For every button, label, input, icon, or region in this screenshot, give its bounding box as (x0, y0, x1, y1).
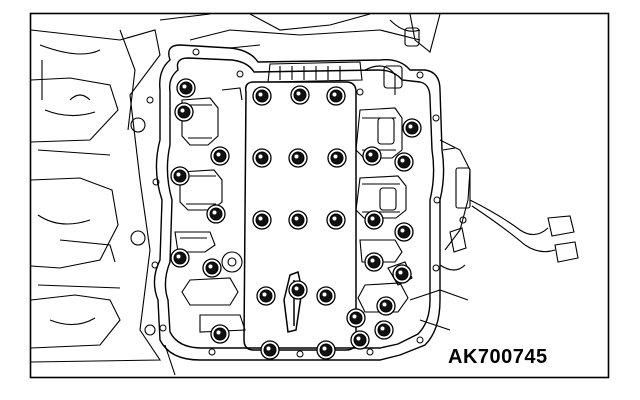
bolt-head (288, 210, 308, 230)
bolt-head (316, 286, 336, 306)
bolt-head (288, 280, 308, 300)
bolt-head (374, 320, 394, 340)
bolt-head (346, 308, 366, 328)
bolt-head (394, 152, 414, 172)
transmission-case-left (30, 29, 176, 376)
bolt-head (327, 148, 347, 168)
bolt-head (174, 102, 194, 122)
figure-code-label: AK700745 (446, 346, 550, 369)
bolt-head (170, 166, 190, 186)
bolt-head (256, 286, 276, 306)
bolt-head (376, 296, 396, 316)
bolt-head (210, 146, 230, 166)
transmission-case-top (159, 13, 441, 95)
bolt-head (350, 330, 370, 350)
bolt-head (364, 210, 384, 230)
valve-body-housing (153, 44, 445, 361)
bolt-head (202, 258, 222, 278)
bolt-head (288, 148, 308, 168)
wiring-harness-connector (439, 139, 579, 263)
bolt-head (392, 264, 412, 284)
bolt-head (402, 118, 422, 138)
bolt-head (290, 85, 310, 105)
bolt-head (252, 148, 272, 168)
bolt-head (210, 324, 230, 344)
bolt-head (252, 210, 272, 230)
valve-body-bolts (170, 78, 422, 360)
bolt-head (394, 222, 414, 242)
bolt-head (170, 248, 190, 268)
bolt-head (176, 78, 196, 98)
bolt-head (326, 86, 346, 106)
bolt-head (316, 340, 336, 360)
bolt-head (252, 86, 272, 106)
transmission-case-bottom-right (387, 261, 469, 331)
bolt-head (260, 340, 280, 360)
bolt-head (326, 210, 346, 230)
bolt-head (364, 252, 384, 272)
bolt-head (362, 146, 382, 166)
figure-border (29, 12, 610, 379)
bolt-head (206, 204, 226, 224)
housing-boss-holes (146, 48, 441, 358)
